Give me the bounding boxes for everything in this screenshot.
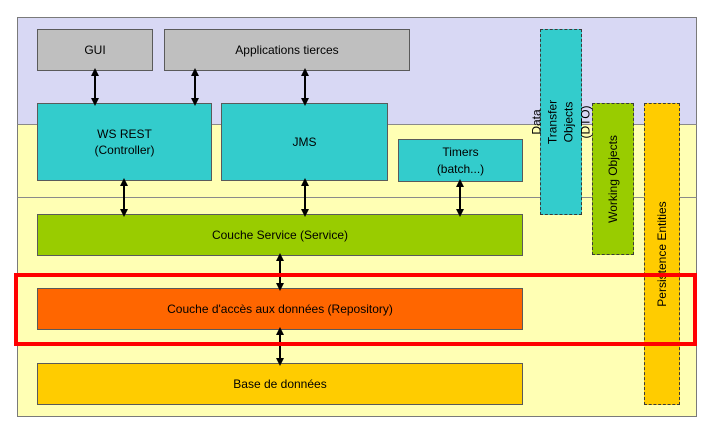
third-party-apps-box: Applications tierces <box>164 29 410 71</box>
third-party-apps-label: Applications tierces <box>235 42 339 57</box>
repository-layer-box: Couche d'accès aux données (Repository) <box>37 288 523 330</box>
service-layer-label: Couche Service (Service) <box>211 227 349 242</box>
dto-box: Data Transfer Objects (DTO) <box>530 29 592 215</box>
service-layer-box: Couche Service (Service) <box>37 214 523 256</box>
gui-label: GUI <box>84 42 106 57</box>
repository-highlight <box>14 273 697 346</box>
timers-label: Timers (batch...) <box>436 145 485 176</box>
ws-rest-box: WS REST (Controller) <box>37 103 212 181</box>
timers-box: Timers (batch...) <box>398 139 523 182</box>
working-objects-box: Working Objects <box>592 103 634 255</box>
jms-box: JMS <box>221 103 388 181</box>
repository-layer-label: Couche d'accès aux données (Repository) <box>167 301 393 316</box>
jms-label: JMS <box>292 134 317 149</box>
persistence-entities-box: Persistence Entities <box>644 103 680 405</box>
gui-box: GUI <box>37 29 153 71</box>
ws-rest-label: WS REST (Controller) <box>94 126 155 157</box>
database-box: Base de données <box>37 363 523 405</box>
database-label: Base de données <box>233 376 327 391</box>
